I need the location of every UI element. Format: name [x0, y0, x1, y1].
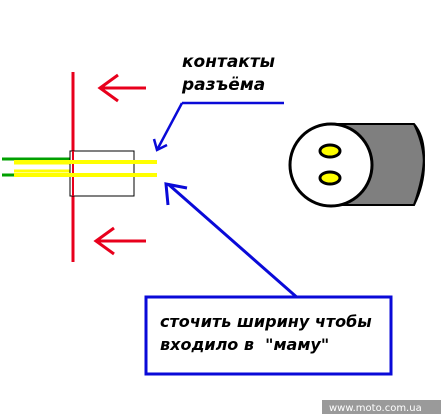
socket-hole	[318, 143, 342, 159]
socket-hole	[318, 170, 342, 186]
note-line2: входило в "маму"	[160, 335, 329, 354]
watermark-text: www.moto.com.ua	[329, 403, 422, 414]
contact-pins	[14, 160, 157, 177]
contacts-label-line1: контакты	[182, 52, 275, 72]
socket-connector	[288, 122, 425, 208]
arrow-up-left-icon	[152, 101, 284, 152]
arrow-left-icon	[97, 73, 146, 103]
arrow-up-left-icon	[164, 182, 301, 302]
watermark-bg	[322, 400, 441, 414]
note-box	[144, 295, 393, 376]
arrow-left-icon	[93, 226, 146, 256]
note-line1: сточить ширину чтобы	[160, 312, 372, 331]
contacts-label-line2: разъёма	[181, 75, 265, 95]
